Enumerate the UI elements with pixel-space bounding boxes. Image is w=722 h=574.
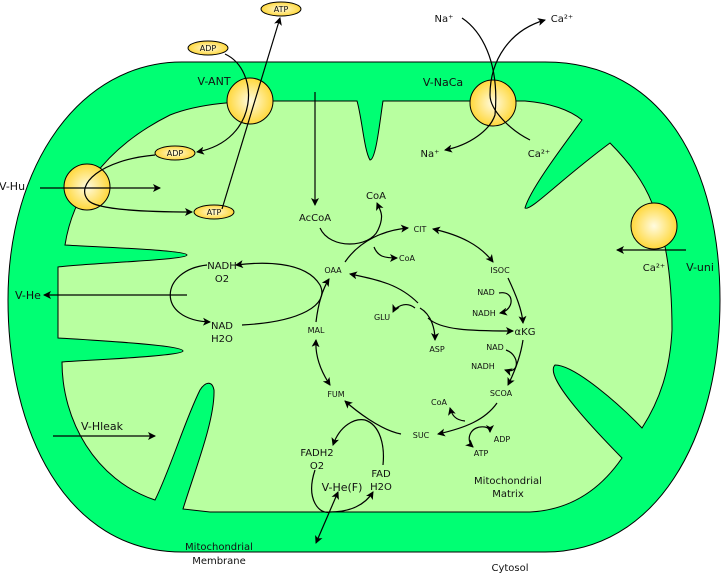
v-he-label: V-He <box>15 289 41 302</box>
v-he-f-label: V-He(F) <box>322 481 363 494</box>
v-ant-transporter <box>226 77 274 125</box>
h2o-fad: H2O <box>370 482 392 493</box>
oaa: OAA <box>324 266 342 275</box>
fad: FAD <box>371 469 391 480</box>
mitochondrial-matrix <box>57 100 673 513</box>
atp-pill-matrix: ATP <box>193 204 235 220</box>
cytosol-label: Cytosol <box>491 563 528 574</box>
atp-pill-cytosol: ATP <box>260 1 302 17</box>
membrane-label: Mitochondrial <box>185 542 253 553</box>
v-hu-label: V-Hu <box>0 180 25 193</box>
nad-etc: NAD <box>211 321 233 332</box>
reaction-arrows <box>40 17 686 544</box>
coa: CoA <box>366 191 386 202</box>
membrane-label: Membrane <box>192 556 246 567</box>
nadh-etc: NADH <box>207 261 237 272</box>
atp-label: ATP <box>274 5 289 14</box>
adp-pill-matrix: ADP <box>154 145 196 161</box>
na-matrix: Na⁺ <box>421 149 440 160</box>
v-naca-transporter <box>469 79 517 127</box>
accoa: AcCoA <box>299 213 331 224</box>
glu: GLU <box>374 313 390 322</box>
cit: CIT <box>414 225 427 234</box>
nadh: NADH <box>472 309 496 318</box>
atp-label: ATP <box>207 208 222 217</box>
scoa: SCOA <box>490 389 513 398</box>
adp-pill-cytosol: ADP <box>187 40 229 56</box>
v-uni-transporter <box>630 202 678 250</box>
nad: NAD <box>477 288 495 297</box>
adp-label: ADP <box>200 44 217 53</box>
adp-label: ADP <box>167 149 184 158</box>
asp: ASP <box>429 345 445 354</box>
alpha-kg: αKG <box>515 327 536 338</box>
o2-etc: O2 <box>215 274 229 285</box>
na-cytosol: Na⁺ <box>435 14 454 25</box>
matrix-label: Matrix <box>492 489 524 500</box>
ca-uni: Ca²⁺ <box>643 263 665 274</box>
v-ant-label: V-ANT <box>197 75 230 88</box>
ca-matrix: Ca²⁺ <box>528 149 550 160</box>
nadh: NADH <box>471 362 495 371</box>
coa: CoA <box>399 254 415 263</box>
coa: CoA <box>431 398 447 407</box>
mal: MAL <box>308 326 325 335</box>
v-hu-transporter <box>63 163 111 211</box>
suc: SUC <box>413 431 430 440</box>
v-hleak-label: V-Hleak <box>81 420 124 433</box>
fadh2: FADH2 <box>300 448 333 459</box>
v-naca-label: V-NaCa <box>423 76 463 89</box>
atp: ATP <box>474 449 489 458</box>
ca-cytosol: Ca²⁺ <box>551 14 573 25</box>
tca-cycle: AcCoA CoA CoA CIT ISOC NAD NADH αKG NAD … <box>299 191 536 458</box>
v-uni-label: V-uni <box>686 261 714 274</box>
adp: ADP <box>494 435 511 444</box>
nad: NAD <box>486 343 504 352</box>
o2-fad: O2 <box>310 461 324 472</box>
h2o-etc: H2O <box>211 334 233 345</box>
isoc: ISOC <box>490 266 510 275</box>
fum: FUM <box>327 390 344 399</box>
matrix-label: Mitochondrial <box>474 476 542 487</box>
